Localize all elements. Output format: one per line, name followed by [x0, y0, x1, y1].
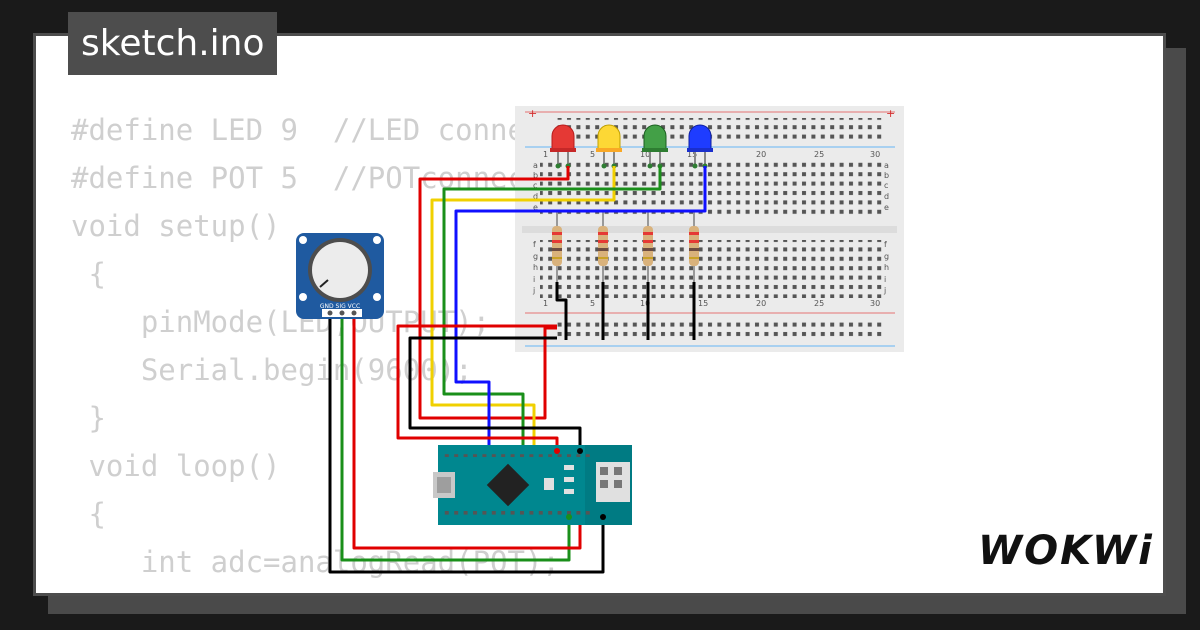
column-number: 5: [590, 299, 595, 308]
row-letter: f: [884, 240, 887, 249]
rail-plus-mark: +: [886, 107, 895, 120]
code-line: void setup(): [71, 209, 281, 243]
led-yellow: [596, 124, 622, 169]
led-red: [550, 124, 576, 169]
resistor: [552, 212, 562, 282]
row-letter: j: [532, 286, 535, 295]
row-letter: h: [533, 263, 538, 272]
column-number: 20: [756, 150, 766, 159]
led-green: [642, 124, 668, 169]
row-letter: e: [533, 203, 538, 212]
code-line: }: [71, 401, 106, 435]
wokwi-logo: WOKWi: [978, 528, 1154, 574]
column-number: 1: [543, 150, 548, 159]
column-number: 5: [590, 150, 595, 159]
code-line: void loop(): [71, 449, 281, 483]
column-number: 10: [640, 150, 650, 159]
pot-pin-labels: GND SIG VCC: [320, 303, 360, 310]
wire-blue-led: [454, 166, 707, 448]
wire-pot-gnd: [328, 312, 605, 574]
column-number: 15: [698, 299, 708, 308]
wire-gnd-rail: [408, 336, 582, 448]
wire-resistor-ground: [555, 282, 568, 340]
column-number: 10: [640, 299, 650, 308]
column-number: 30: [870, 150, 880, 159]
column-number: 25: [814, 150, 824, 159]
potentiometer: GND SIG VCC: [296, 233, 384, 319]
wire-yellow-led: [430, 166, 616, 448]
wire-pot-sig: [340, 312, 571, 562]
arduino-nano: [433, 445, 632, 525]
row-letter: b: [533, 171, 538, 180]
row-letter: i: [884, 275, 886, 284]
row-letter: j: [883, 286, 886, 295]
code-line: {: [71, 257, 106, 291]
resistor: [643, 212, 653, 282]
row-letter: c: [533, 181, 537, 190]
row-letter: c: [884, 181, 888, 190]
sketch-filename: sketch.ino: [68, 12, 278, 75]
row-letter: b: [884, 171, 889, 180]
row-letter: g: [533, 252, 538, 261]
rail-plus-mark: +: [528, 107, 537, 120]
code-line: {: [71, 497, 106, 531]
wire-vcc-rail: [396, 324, 559, 448]
row-letter: i: [533, 275, 535, 284]
row-letter: d: [533, 192, 538, 201]
pot-knob: [312, 242, 368, 298]
column-number: 25: [814, 299, 824, 308]
resistor: [598, 212, 608, 282]
wires: [328, 166, 707, 574]
column-number: 20: [756, 299, 766, 308]
column-number: 1: [543, 299, 548, 308]
wire-green-led: [442, 166, 662, 448]
row-letter: h: [884, 263, 889, 272]
row-letter: a: [533, 161, 538, 170]
row-letter: g: [884, 252, 889, 261]
wire-red-led: [418, 166, 570, 420]
row-letter: a: [884, 161, 889, 170]
code-line: Serial.begin(9600);: [71, 353, 473, 387]
column-number: 15: [687, 150, 697, 159]
row-letter: f: [533, 240, 536, 249]
row-letter: e: [884, 203, 889, 212]
row-letter: d: [884, 192, 889, 201]
resistor: [689, 212, 699, 282]
column-number: 30: [870, 299, 880, 308]
